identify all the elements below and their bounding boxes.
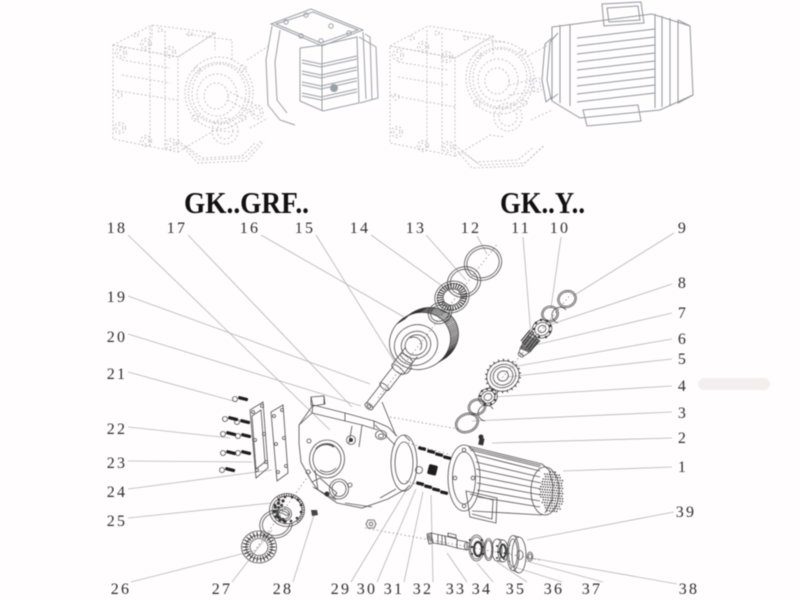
svg-text:28: 28 — [273, 581, 293, 598]
svg-text:20: 20 — [107, 329, 127, 346]
svg-text:11: 11 — [511, 220, 531, 237]
svg-text:30: 30 — [357, 581, 377, 598]
svg-text:21: 21 — [107, 366, 127, 383]
svg-text:19: 19 — [107, 289, 127, 306]
svg-text:15: 15 — [295, 220, 315, 237]
svg-text:38: 38 — [679, 581, 699, 598]
svg-text:33: 33 — [446, 581, 466, 598]
svg-text:26: 26 — [111, 581, 131, 598]
svg-text:GK..GRF..: GK..GRF.. — [184, 185, 309, 220]
svg-text:7: 7 — [678, 305, 688, 322]
svg-text:16: 16 — [240, 220, 260, 237]
svg-text:34: 34 — [472, 581, 492, 598]
svg-text:6: 6 — [678, 331, 688, 348]
svg-text:10: 10 — [550, 220, 570, 237]
svg-text:8: 8 — [678, 275, 688, 292]
svg-text:37: 37 — [582, 581, 602, 598]
svg-text:GK..Y..: GK..Y.. — [500, 185, 585, 220]
svg-text:31: 31 — [384, 581, 404, 598]
svg-text:22: 22 — [107, 421, 127, 438]
svg-text:25: 25 — [107, 513, 127, 530]
svg-text:23: 23 — [107, 455, 127, 472]
svg-text:9: 9 — [678, 220, 688, 237]
svg-text:4: 4 — [678, 378, 688, 395]
svg-text:12: 12 — [461, 220, 481, 237]
svg-text:32: 32 — [413, 581, 433, 598]
svg-text:27: 27 — [212, 581, 232, 598]
svg-text:35: 35 — [506, 581, 526, 598]
svg-text:2: 2 — [678, 430, 688, 447]
svg-text:17: 17 — [167, 220, 187, 237]
svg-text:36: 36 — [544, 581, 564, 598]
svg-text:24: 24 — [107, 484, 127, 501]
svg-text:5: 5 — [678, 351, 688, 368]
svg-text:18: 18 — [107, 220, 127, 237]
svg-text:3: 3 — [678, 405, 688, 422]
svg-text:29: 29 — [331, 581, 351, 598]
svg-text:39: 39 — [676, 504, 696, 521]
svg-text:1: 1 — [678, 459, 688, 476]
svg-text:13: 13 — [406, 220, 426, 237]
svg-text:14: 14 — [350, 220, 370, 237]
